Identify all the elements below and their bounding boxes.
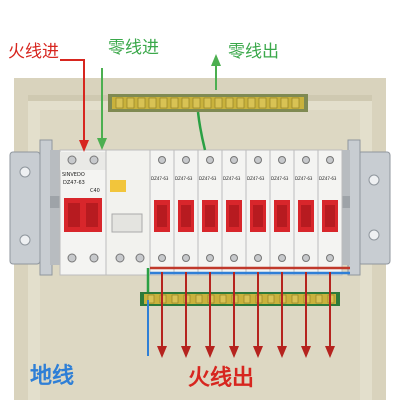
neutral-in-arrow-icon [97,68,107,150]
branch-breaker-model: DZ47-63 [271,176,289,181]
branch-breaker-4 [221,149,247,276]
branch-breaker-5 [245,149,271,276]
live-out-arrow-icon [157,272,167,358]
main-breaker-brand: SINVEDO [62,172,85,178]
neutral-out-label: 零线出 [228,42,279,62]
neutral-busbar [108,94,308,112]
main-breaker-rating: C40 [90,188,100,194]
live-in-arrow-icon [60,59,89,152]
live-out-arrow-icon [181,272,191,358]
neutral-in-label: 零线进 [108,38,159,58]
main-breaker-model: DZ47-63 [63,180,85,186]
branch-breaker-model: DZ47-63 [223,176,241,181]
branch-breaker-3 [197,149,223,276]
neutral-out-arrow-icon [211,54,221,90]
branch-breaker-2 [173,149,199,276]
branch-breaker-8 [317,149,343,276]
live-out-label: 火线出 [188,366,255,391]
live-out-arrow-icon [277,272,287,358]
branch-breaker-1 [149,149,175,276]
live-out-arrow-icon [253,272,263,358]
left-mount-bracket [9,139,53,276]
rcd-module [105,149,151,276]
live-in-label: 火线进 [8,42,59,62]
main-breaker [59,149,107,276]
live-out-arrow-icon [205,272,215,358]
ground-label: 地线 [30,364,75,389]
branch-breaker-model: DZ47-63 [247,176,265,181]
branch-breaker-model: DZ47-63 [199,176,217,181]
ground-busbar [140,292,340,306]
branch-breakers [149,149,343,276]
live-out-arrow-icon [229,272,239,358]
right-mount-bracket [347,139,391,276]
live-out-arrows [157,272,335,358]
branch-breaker-6 [269,149,295,276]
live-out-arrow-icon [325,272,335,358]
live-out-arrow-icon [301,272,311,358]
branch-breaker-model: DZ47-63 [319,176,337,181]
branch-breaker-7 [293,149,319,276]
branch-breaker-model: DZ47-63 [175,176,193,181]
branch-breaker-model: DZ47-63 [295,176,313,181]
branch-breaker-model: DZ47-63 [151,176,169,181]
